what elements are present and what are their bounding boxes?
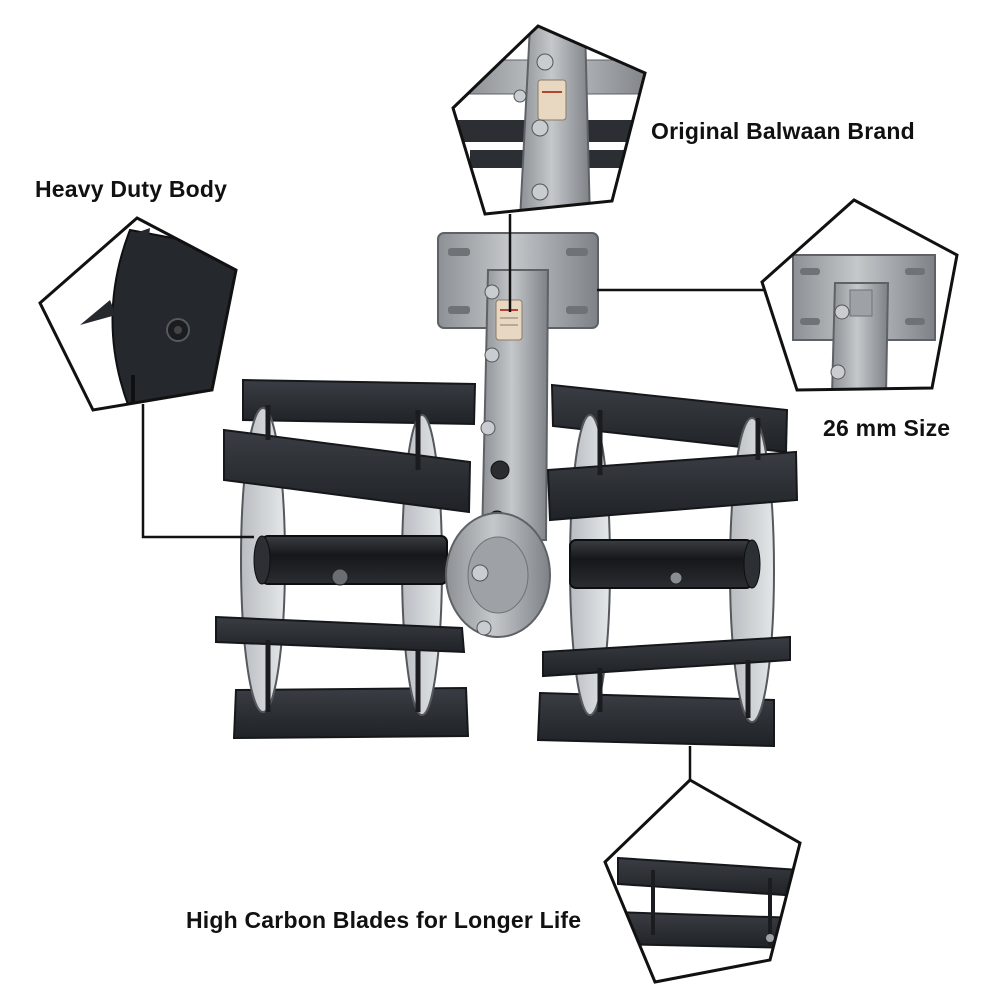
rotor-shafts [253,535,761,589]
callout-brand-detail [451,24,647,216]
left-rotor-back-blades [232,378,477,740]
callout-label-blades: High Carbon Blades for Longer Life [186,907,582,933]
connector-heavy-duty [141,404,254,539]
callout-frame-heavy-duty [38,216,238,412]
callout-frame-brand [451,24,647,216]
callout-blades-detail [603,778,802,984]
callout-frame-size [760,198,959,392]
callout-heavy-duty-detail [38,216,238,412]
main-product [215,232,799,748]
callout-label-brand: Original Balwaan Brand [651,118,915,144]
callout-frame-blades [603,778,802,984]
gearbox-housing [437,232,599,638]
left-rotor-front-blades [215,405,472,712]
callout-connector-lines [141,214,768,782]
callout-size-detail [760,198,959,392]
callout-label-heavy-duty: Heavy Duty Body [35,176,228,202]
callout-label-size: 26 mm Size [823,415,951,441]
right-rotor-front-blades [542,410,799,718]
